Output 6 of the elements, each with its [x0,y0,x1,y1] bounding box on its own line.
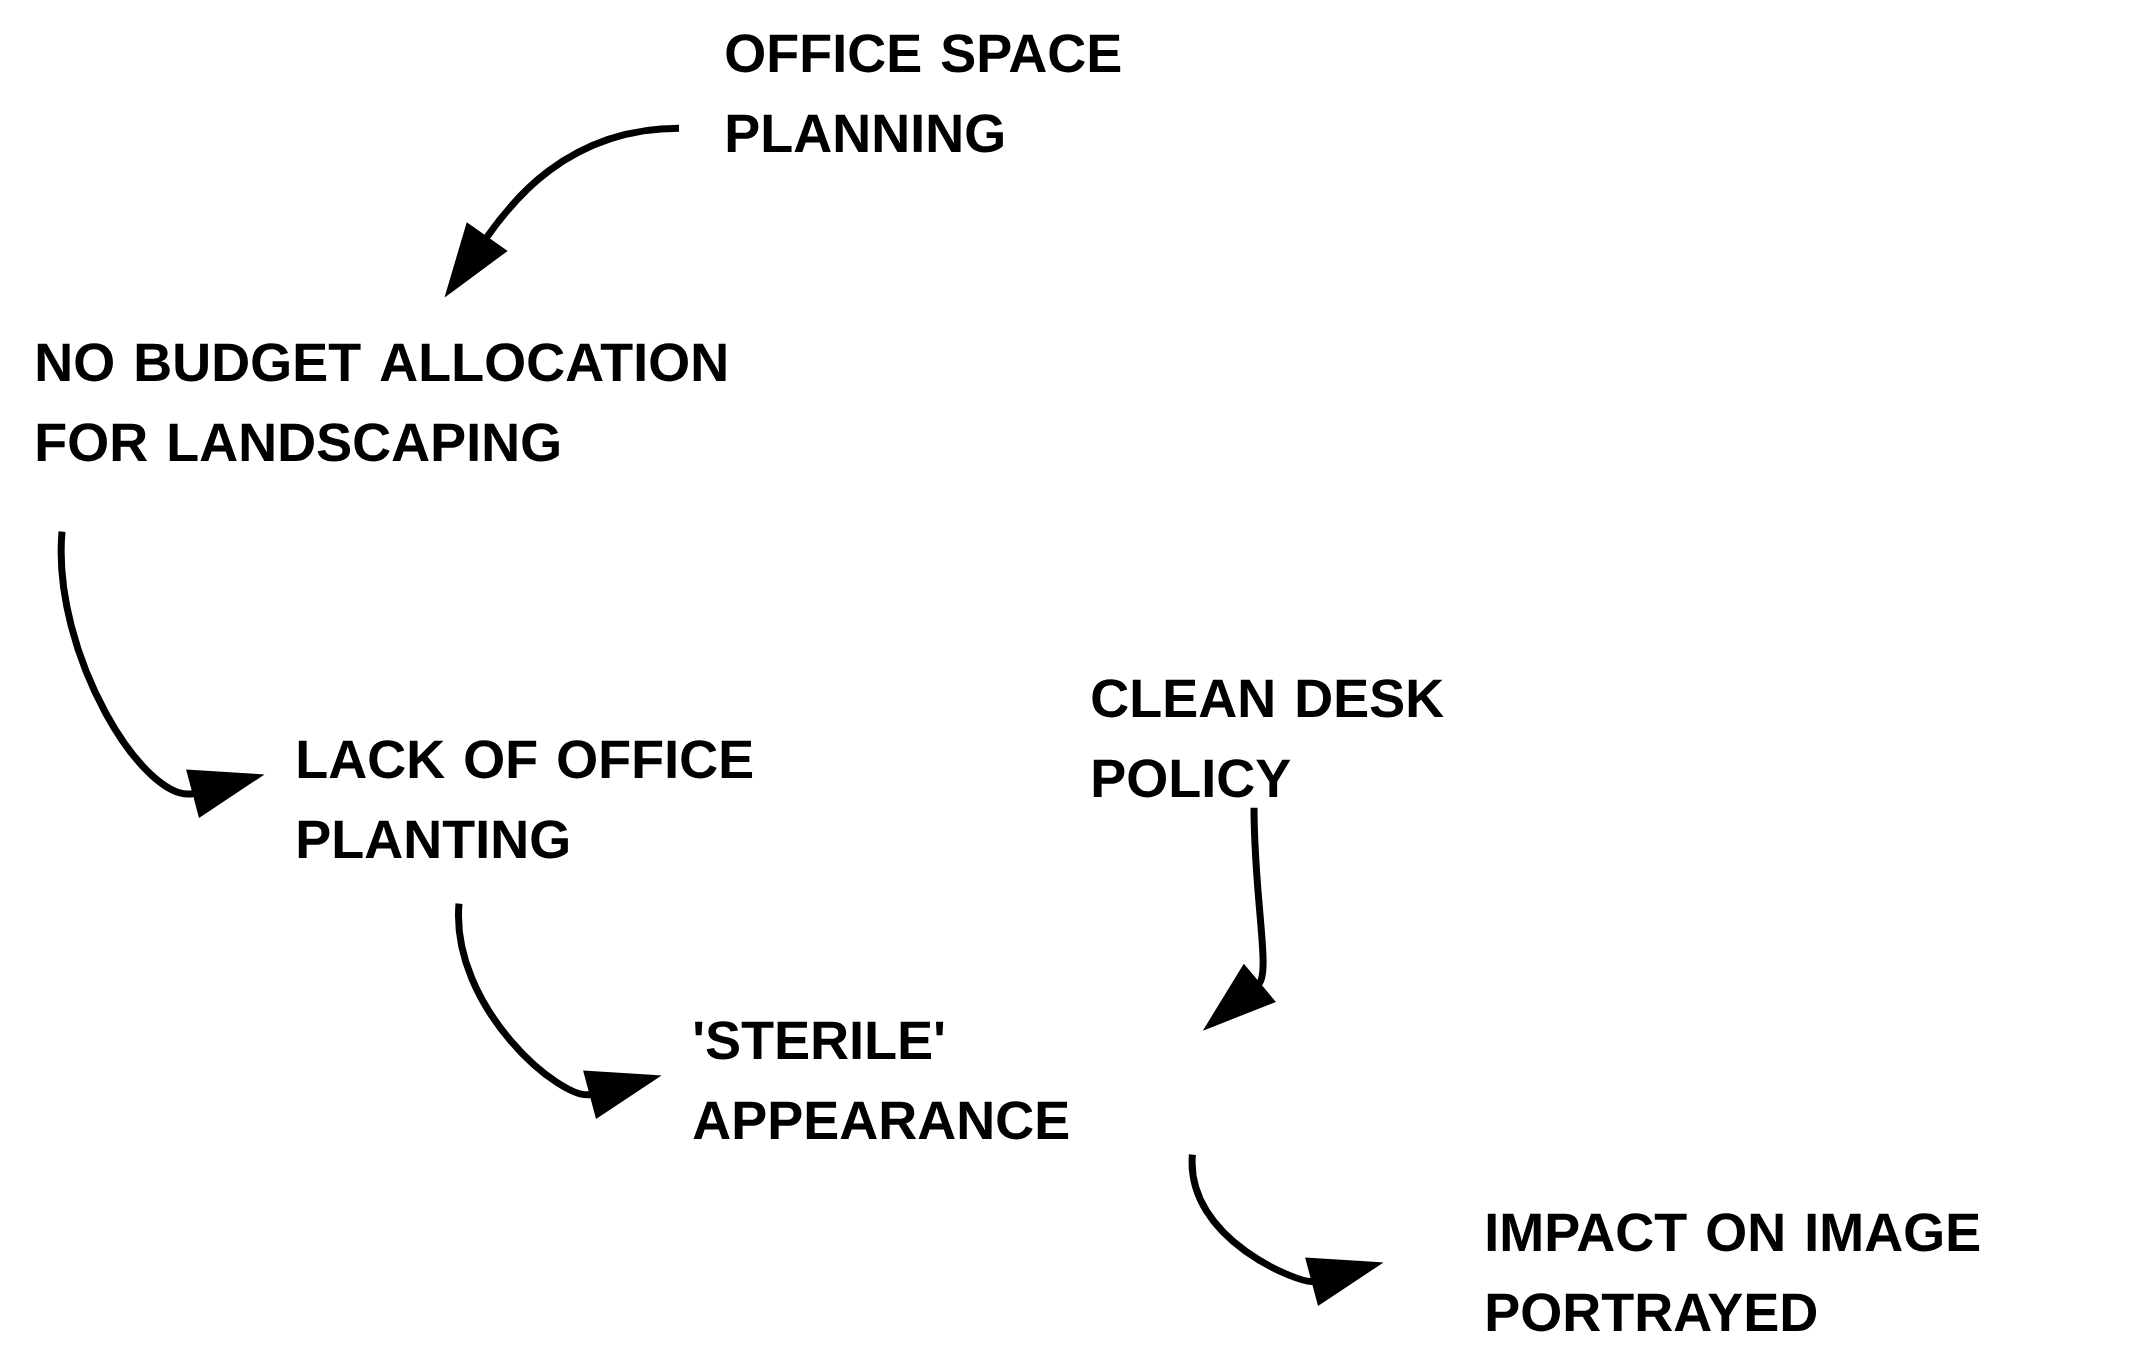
text-label: 'STERILE' APPEARANCE [693,1021,1069,1140]
text-label: IMPACT ON IMAGE PORTRAYED [1487,1213,1980,1332]
text-label: OFFICE SPACE PLANNING [726,34,1121,153]
text-label: CLEAN DESK POLICY [1092,679,1444,798]
text-label: LACK OF OFFICE PLANTING [298,740,753,859]
text-label: NO BUDGET ALLOCATION FOR LANDSCAPING [37,343,726,462]
